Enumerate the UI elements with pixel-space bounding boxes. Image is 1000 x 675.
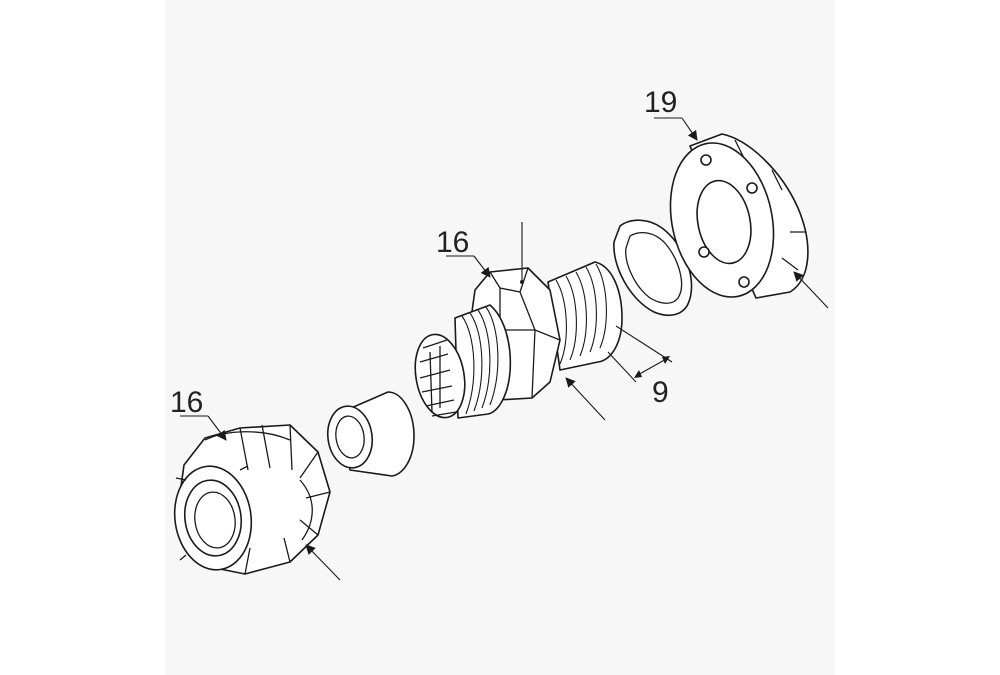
leader-lines xyxy=(180,117,829,581)
seal-insert xyxy=(326,391,415,477)
locknut xyxy=(669,133,809,299)
callout-thread-label: 9 xyxy=(652,376,669,409)
washer xyxy=(613,219,693,317)
callout-nut-label: 16 xyxy=(170,386,203,419)
cap-nut xyxy=(173,424,331,575)
callout-locknut-label: 19 xyxy=(644,86,677,119)
gland-body xyxy=(414,261,623,419)
callout-body-label: 16 xyxy=(436,226,469,259)
